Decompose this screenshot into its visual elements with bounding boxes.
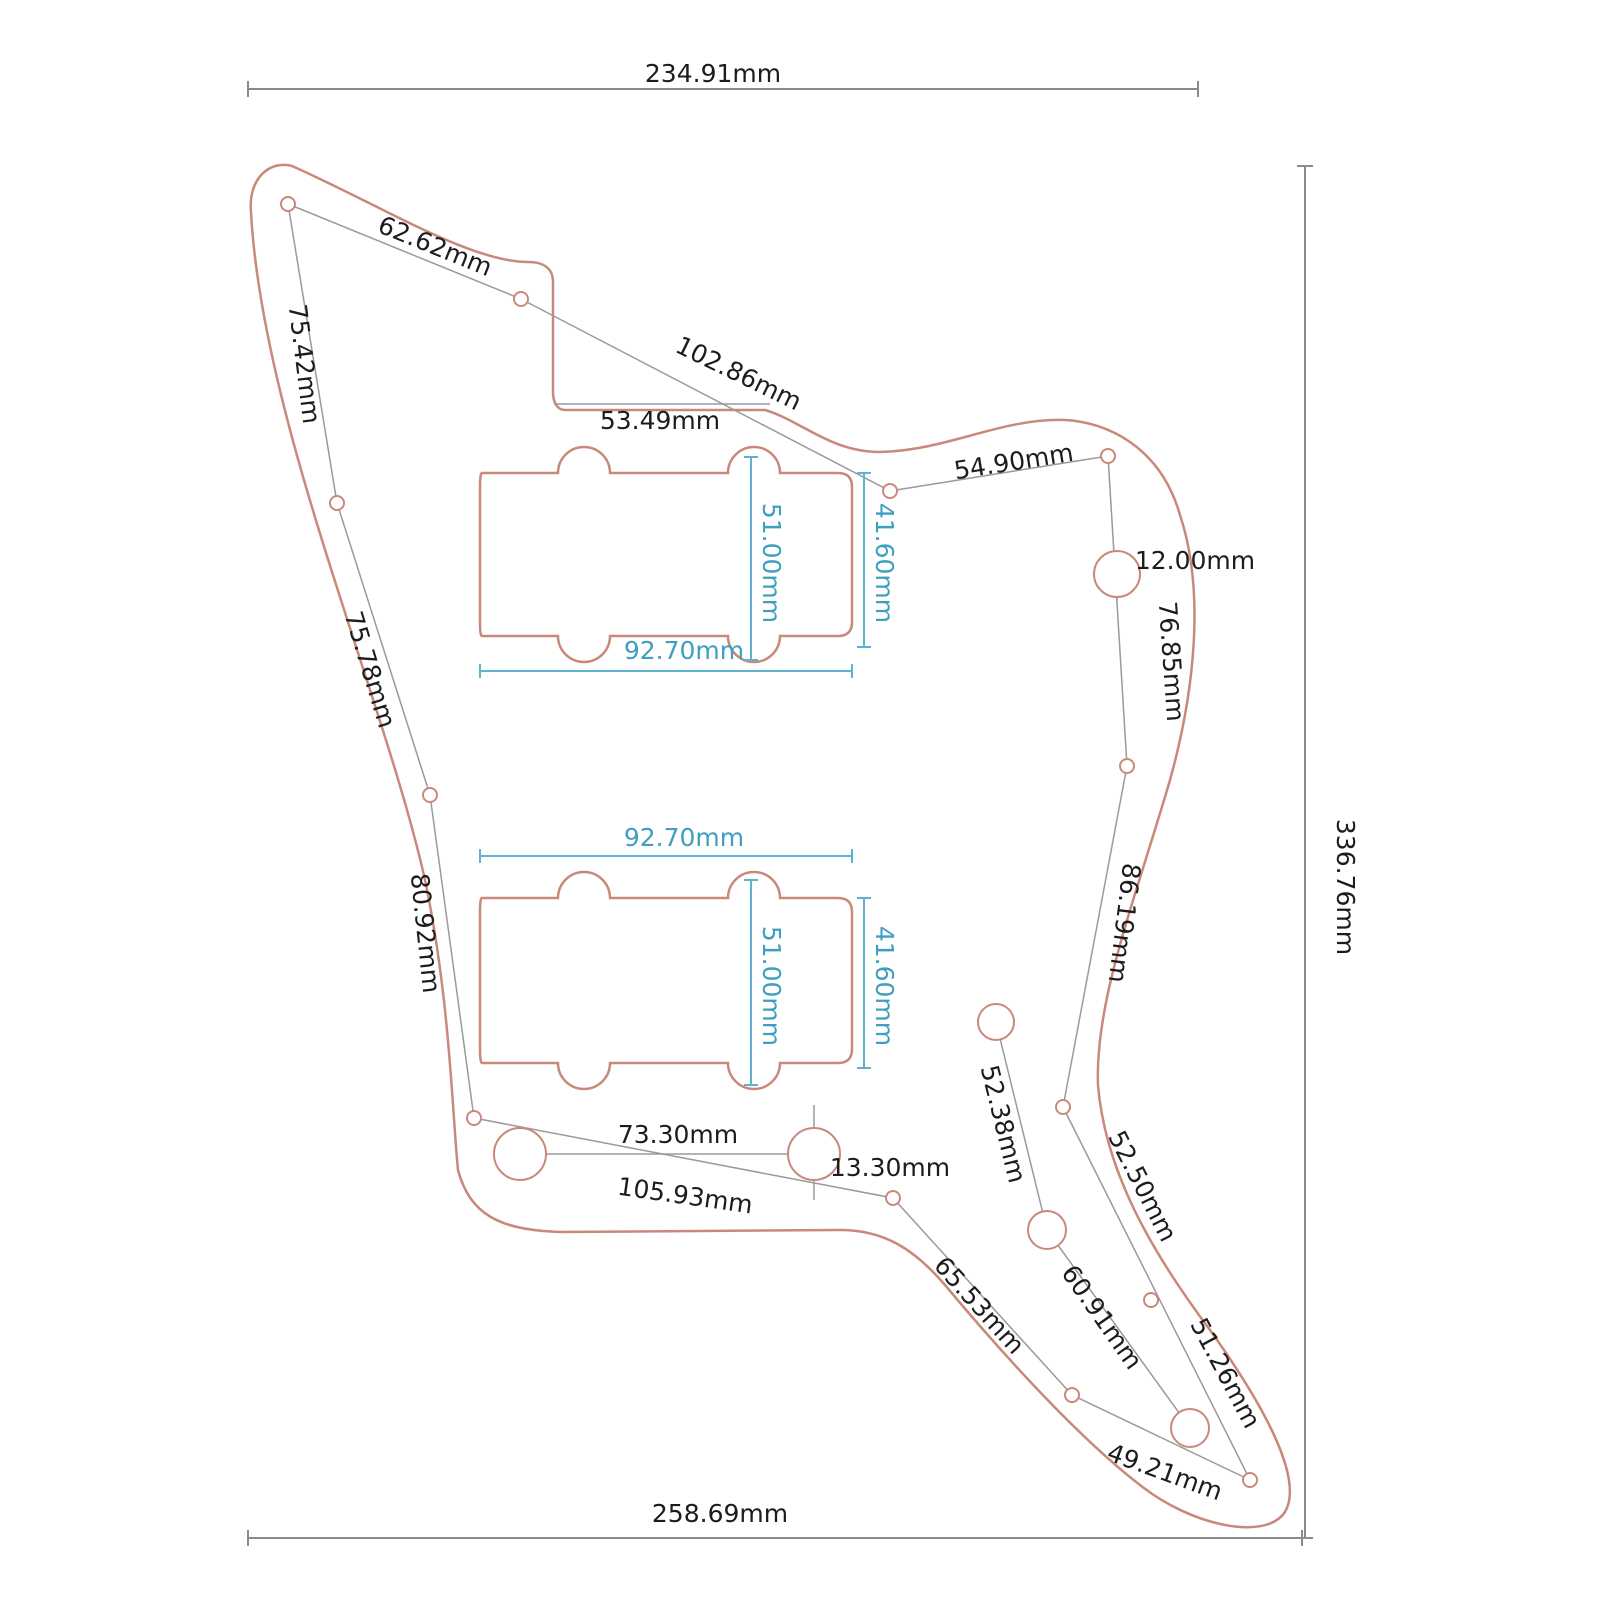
bridge-inner-height-label: 41.60mm xyxy=(870,926,899,1046)
control-hole xyxy=(1170,1408,1210,1448)
bridge-pickup-cavity xyxy=(478,870,854,1091)
label-75-42: 75.42mm xyxy=(283,303,326,426)
bridge-width-label: 92.70mm xyxy=(624,823,744,852)
label-73-30: 73.30mm xyxy=(618,1120,738,1149)
neck-width-label: 92.70mm xyxy=(624,636,744,665)
control-hole xyxy=(787,1127,841,1181)
top-width-label: 234.91mm xyxy=(645,59,781,88)
bottom-width-label: 258.69mm xyxy=(652,1499,788,1528)
neck-outer-height-label: 51.00mm xyxy=(757,503,786,623)
screw-hole xyxy=(885,1190,901,1206)
label-60-91: 60.91mm xyxy=(1056,1260,1149,1375)
label-86-19: 86.19mm xyxy=(1103,862,1146,985)
bridge-outer-height-label: 51.00mm xyxy=(757,926,786,1046)
screw-holes xyxy=(280,196,1258,1488)
screw-hole xyxy=(329,495,345,511)
edge-dimension-labels: 62.62mm 102.86mm 53.49mm 54.90mm 75.42mm… xyxy=(283,210,1267,1506)
neck-inner-height-label: 41.60mm xyxy=(870,503,899,623)
label-80-92: 80.92mm xyxy=(405,872,446,995)
screw-hole xyxy=(1143,1292,1159,1308)
label-54-90: 54.90mm xyxy=(952,438,1075,485)
label-65-53: 65.53mm xyxy=(928,1251,1030,1360)
screw-hole xyxy=(513,291,529,307)
label-12-00: 12.00mm xyxy=(1135,546,1255,575)
control-hole xyxy=(977,1003,1015,1041)
bridge-pickup-dimensions: 92.70mm 51.00mm 41.60mm xyxy=(479,823,899,1086)
top-width-dimension: 234.91mm xyxy=(247,59,1199,97)
label-52-38: 52.38mm xyxy=(975,1062,1032,1186)
label-76-85: 76.85mm xyxy=(1153,600,1190,722)
control-holes xyxy=(493,550,1210,1448)
neck-pickup-cavity xyxy=(478,445,854,664)
label-13-30: 13.30mm xyxy=(830,1153,950,1182)
height-dimension: 336.76mm xyxy=(1297,165,1360,1539)
screw-hole xyxy=(1100,448,1116,464)
control-hole xyxy=(1027,1210,1067,1250)
label-75-78: 75.78mm xyxy=(339,608,402,732)
label-53-49: 53.49mm xyxy=(600,406,720,435)
screw-hole xyxy=(1055,1099,1071,1115)
screw-hole xyxy=(1064,1387,1080,1403)
control-hole xyxy=(493,1127,547,1181)
screw-hole xyxy=(466,1110,482,1126)
control-hole xyxy=(1093,550,1141,598)
screw-hole xyxy=(422,787,438,803)
pickguard-outline xyxy=(249,163,1291,1529)
bottom-width-dimension: 258.69mm xyxy=(247,1499,1303,1546)
screw-hole xyxy=(1242,1472,1258,1488)
label-105-93: 105.93mm xyxy=(616,1172,755,1220)
screw-connection-lines xyxy=(287,203,1251,1481)
screw-hole xyxy=(882,483,898,499)
screw-hole xyxy=(280,196,296,212)
neck-pickup-dimensions: 92.70mm 51.00mm 41.60mm xyxy=(479,456,899,678)
height-label: 336.76mm xyxy=(1331,819,1360,955)
screw-hole xyxy=(1119,758,1135,774)
